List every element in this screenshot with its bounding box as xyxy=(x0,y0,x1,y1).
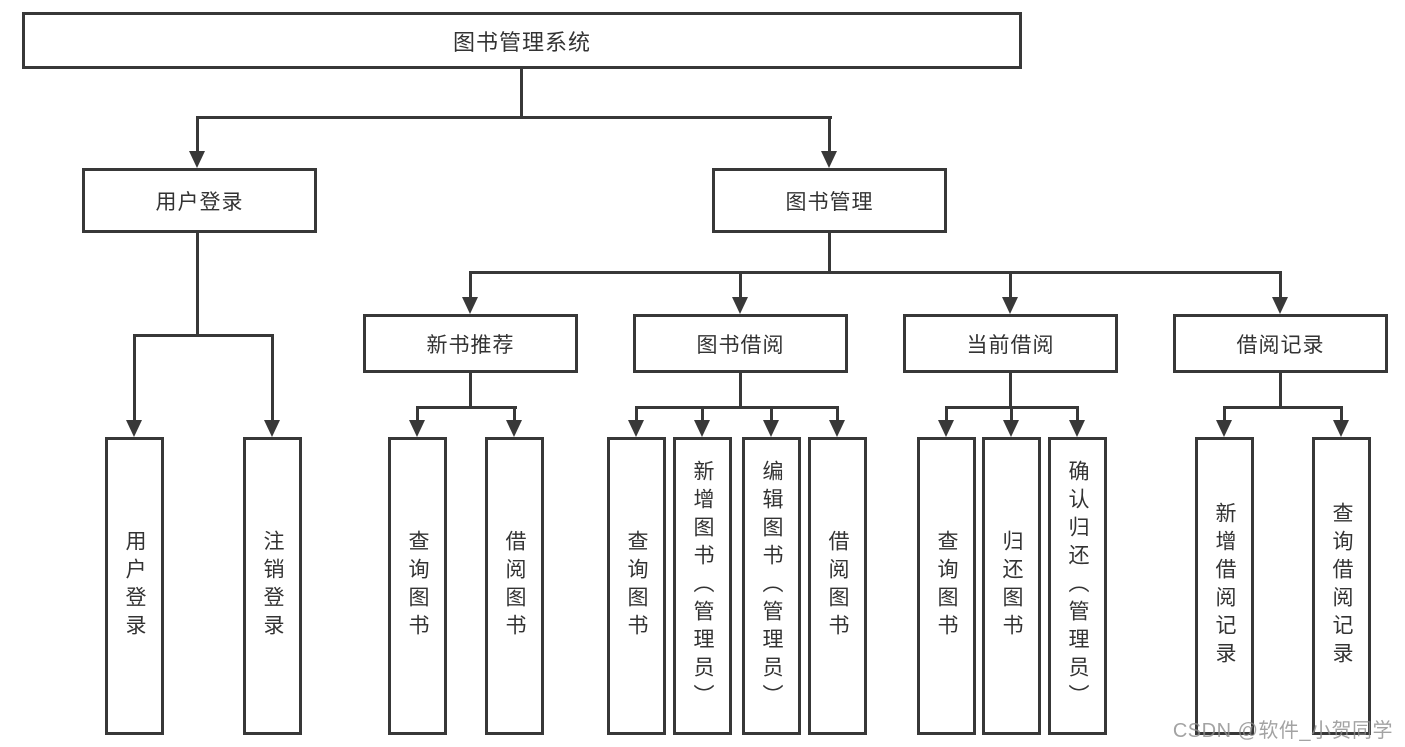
connector-leaf-stem xyxy=(770,407,773,424)
leaf-add-books-admin-label: 新增图书（管理员） xyxy=(691,460,714,712)
leaf-add-books-admin: 新增图书（管理员） xyxy=(673,437,732,735)
arrow-down-icon xyxy=(821,151,837,168)
connector-leaf-stem xyxy=(836,407,839,424)
connector-leaf-stem xyxy=(635,407,638,424)
node-current-borrow: 当前借阅 xyxy=(903,314,1118,373)
connector-leaf-stem xyxy=(1223,407,1226,424)
node-book-management: 图书管理 xyxy=(712,168,947,233)
leaf-return-books-label: 归还图书 xyxy=(1000,530,1023,642)
leaf-query-books-1-label: 查询图书 xyxy=(406,530,429,642)
arrow-down-icon xyxy=(763,420,779,437)
leaf-edit-books-admin: 编辑图书（管理员） xyxy=(742,437,801,735)
connector-leaf-stem xyxy=(271,336,274,423)
node-new-book-recommend: 新书推荐 xyxy=(363,314,578,373)
leaf-confirm-return-admin-label: 确认归还（管理员） xyxy=(1066,460,1089,712)
arrow-down-icon xyxy=(628,420,644,437)
connector-leaf-stem xyxy=(416,407,419,424)
connector-leaf-stem xyxy=(1010,407,1013,424)
arrow-down-icon xyxy=(1002,297,1018,314)
arrow-down-icon xyxy=(1069,420,1085,437)
leaf-edit-books-admin-label: 编辑图书（管理员） xyxy=(760,460,783,712)
leaf-add-borrow-record-label: 新增借阅记录 xyxy=(1213,502,1236,670)
node-new-book-recommend-label: 新书推荐 xyxy=(426,333,515,357)
arrow-down-icon xyxy=(409,420,425,437)
arrow-down-icon xyxy=(264,420,280,437)
connector-group-down xyxy=(1009,373,1012,409)
arrow-down-icon xyxy=(1333,420,1349,437)
node-book-management-label: 图书管理 xyxy=(785,190,874,214)
connector-group-down xyxy=(739,373,742,409)
connector-group-down xyxy=(469,373,472,409)
connector-root-branch xyxy=(196,116,832,119)
arrow-down-icon xyxy=(126,420,142,437)
arrow-down-icon xyxy=(1272,297,1288,314)
connector-user-login-branch xyxy=(133,334,274,337)
connector-level3-stem xyxy=(739,272,742,300)
leaf-query-books-3-label: 查询图书 xyxy=(935,530,958,642)
csdn-watermark: CSDN @软件_小贺同学 xyxy=(1172,720,1393,742)
leaf-return-books: 归还图书 xyxy=(982,437,1041,735)
leaf-query-books-2-label: 查询图书 xyxy=(625,530,648,642)
arrow-down-icon xyxy=(732,297,748,314)
leaf-logout-label: 注销登录 xyxy=(261,530,284,642)
connector-level3-stem xyxy=(1009,272,1012,300)
connector-user-login-down xyxy=(196,233,199,337)
arrow-down-icon xyxy=(506,420,522,437)
connector-group-branch xyxy=(635,406,839,409)
node-user-login-label: 用户登录 xyxy=(155,190,244,214)
connector-book-mgmt-stem xyxy=(828,118,831,154)
leaf-query-borrow-record: 查询借阅记录 xyxy=(1312,437,1371,735)
connector-leaf-stem xyxy=(133,336,136,423)
leaf-user-login-label: 用户登录 xyxy=(123,530,146,642)
connector-user-login-stem xyxy=(196,118,199,154)
node-borrow-records: 借阅记录 xyxy=(1173,314,1388,373)
connector-leaf-stem xyxy=(1076,407,1079,424)
arrow-down-icon xyxy=(1003,420,1019,437)
node-root: 图书管理系统 xyxy=(22,12,1022,69)
arrow-down-icon xyxy=(1216,420,1232,437)
node-book-borrow: 图书借阅 xyxy=(633,314,848,373)
connector-book-mgmt-down xyxy=(828,233,831,274)
arrow-down-icon xyxy=(462,297,478,314)
node-root-label: 图书管理系统 xyxy=(452,29,591,55)
leaf-borrow-books-2: 借阅图书 xyxy=(808,437,867,735)
leaf-borrow-books-2-label: 借阅图书 xyxy=(826,530,849,642)
connector-level3-stem xyxy=(469,272,472,300)
connector-leaf-stem xyxy=(513,407,516,424)
node-current-borrow-label: 当前借阅 xyxy=(966,333,1055,357)
connector-group-branch xyxy=(416,406,517,409)
leaf-add-borrow-record: 新增借阅记录 xyxy=(1195,437,1254,735)
node-user-login: 用户登录 xyxy=(82,168,317,233)
leaf-borrow-books-1: 借阅图书 xyxy=(485,437,544,735)
arrow-down-icon xyxy=(938,420,954,437)
connector-root-stem xyxy=(520,68,523,119)
leaf-query-books-3: 查询图书 xyxy=(917,437,976,735)
leaf-query-books-1: 查询图书 xyxy=(388,437,447,735)
connector-level3-branch xyxy=(469,271,1282,274)
arrow-down-icon xyxy=(189,151,205,168)
leaf-borrow-books-1-label: 借阅图书 xyxy=(503,530,526,642)
leaf-query-borrow-record-label: 查询借阅记录 xyxy=(1330,502,1353,670)
arrow-down-icon xyxy=(694,420,710,437)
connector-leaf-stem xyxy=(1340,407,1343,424)
node-book-borrow-label: 图书借阅 xyxy=(696,333,785,357)
node-borrow-records-label: 借阅记录 xyxy=(1236,333,1325,357)
connector-group-branch xyxy=(1223,406,1343,409)
leaf-confirm-return-admin: 确认归还（管理员） xyxy=(1048,437,1107,735)
connector-leaf-stem xyxy=(701,407,704,424)
connector-group-down xyxy=(1279,373,1282,409)
connector-level3-stem xyxy=(1279,272,1282,300)
leaf-query-books-2: 查询图书 xyxy=(607,437,666,735)
leaf-logout: 注销登录 xyxy=(243,437,302,735)
arrow-down-icon xyxy=(829,420,845,437)
connector-leaf-stem xyxy=(945,407,948,424)
leaf-user-login: 用户登录 xyxy=(105,437,164,735)
